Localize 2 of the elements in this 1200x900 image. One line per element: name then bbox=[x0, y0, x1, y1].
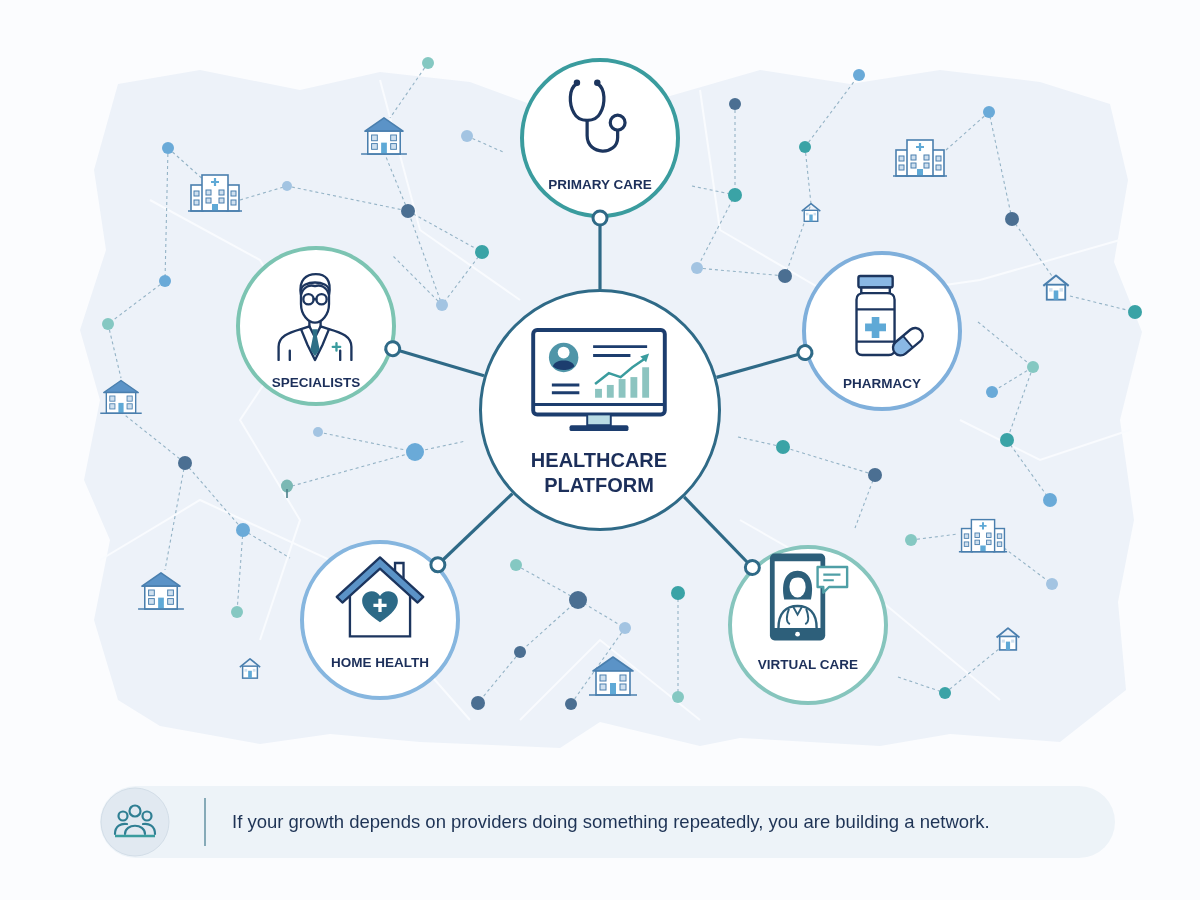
banner-text: If your growth depends on providers doing something repeatedly, you are building a network. bbox=[232, 811, 990, 833]
service-label: PRIMARY CARE bbox=[548, 176, 652, 193]
